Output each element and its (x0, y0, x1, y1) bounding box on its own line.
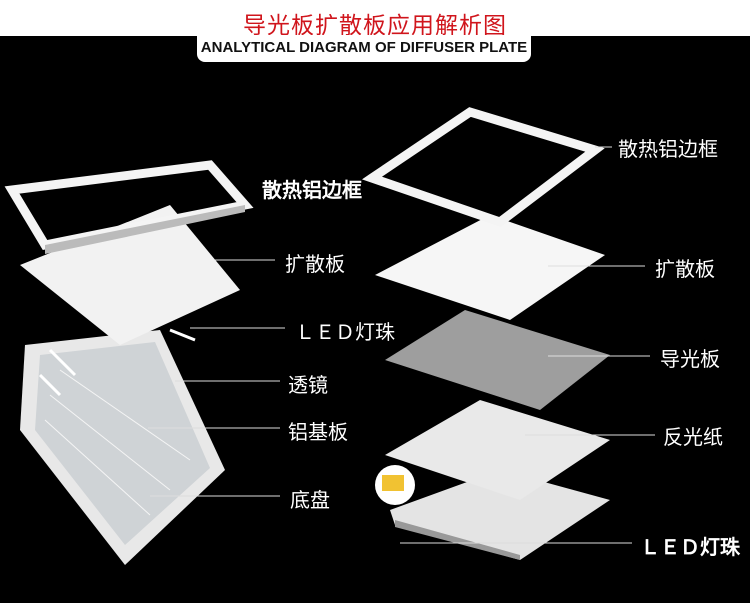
left-label-lens: 透镜 (288, 373, 328, 397)
subtitle-tab (197, 35, 531, 62)
left-label-aluminum-board: 铝基板 (288, 420, 348, 444)
page-title: 导光板扩散板应用解析图 (243, 13, 507, 39)
right-frame (361, 107, 605, 228)
right-bottom-tray (375, 465, 610, 560)
left-diffuser (20, 205, 240, 345)
header-band (0, 0, 750, 36)
right-reflector (385, 400, 610, 500)
right-label-light-guide: 导光板 (660, 347, 720, 371)
right-label-frame: 散热铝边框 (618, 137, 718, 161)
page-subtitle: ANALYTICAL DIAGRAM OF DIFFUSER PLATE (200, 39, 528, 56)
left-frame (4, 160, 254, 254)
left-label-led: ＬＥＤ灯珠 (295, 320, 395, 344)
right-label-reflector: 反光纸 (663, 425, 723, 449)
leader-lines (148, 146, 655, 544)
left-label-frame: 散热铝边框 (262, 178, 362, 202)
left-base-tray (20, 328, 225, 565)
right-light-guide (385, 310, 610, 410)
left-label-diffuser: 扩散板 (285, 252, 345, 276)
right-label-led: ＬＥＤ灯珠 (640, 535, 740, 559)
right-label-diffuser: 扩散板 (655, 257, 715, 281)
left-label-base: 底盘 (290, 488, 330, 512)
led-chip-icon (382, 475, 404, 491)
right-diffuser (375, 215, 605, 320)
